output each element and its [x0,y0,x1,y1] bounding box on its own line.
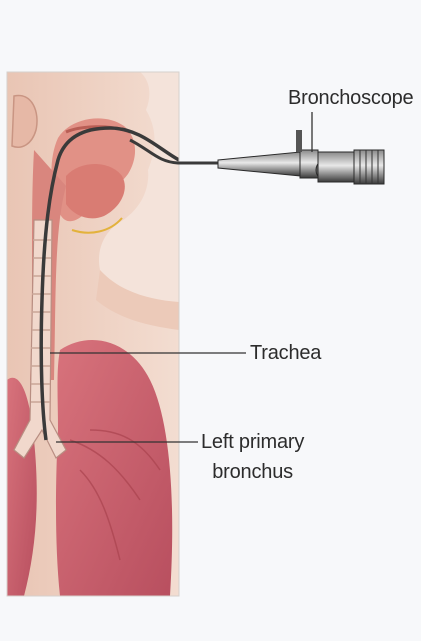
illustration-panel [7,72,179,596]
label-bronchoscope: Bronchoscope [288,86,413,110]
label-left-primary-bronchus-line2: bronchus [201,457,304,487]
bronchoscope-instrument [218,130,384,184]
label-left-primary-bronchus: Left primary bronchus [201,427,304,487]
label-left-primary-bronchus-line1: Left primary [201,427,304,457]
label-trachea: Trachea [250,341,321,365]
